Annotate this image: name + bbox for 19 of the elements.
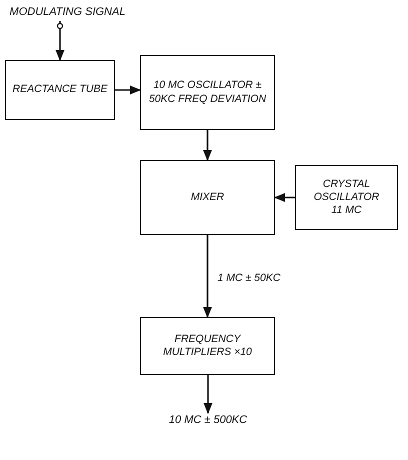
- arrow: [56, 21, 64, 62]
- block-box: [295, 165, 398, 230]
- arrow: [204, 375, 212, 414]
- block-label: CRYSTAL OSCILLATOR 11 MC: [312, 178, 380, 218]
- block-box: [140, 55, 275, 130]
- arrow: [203, 235, 212, 318]
- block-box: [140, 160, 275, 235]
- arrow: [274, 193, 295, 202]
- block-box: [140, 317, 275, 375]
- block-label: 10 MC OSCILLATOR ± 50KC FREQ DEVIATION: [148, 79, 268, 106]
- edge-label: 1 MC ± 50KC: [218, 272, 280, 284]
- block-box: [5, 60, 115, 120]
- arrow: [115, 86, 142, 94]
- block-label: MIXER: [190, 190, 224, 204]
- signal-label: 10 MC ± 500KC: [148, 413, 268, 429]
- arrow: [203, 130, 212, 162]
- block-label: FREQUENCY MULTIPLIERS ×10: [162, 332, 253, 360]
- signal-label: MODULATING SIGNAL: [5, 5, 130, 21]
- block-label: REACTANCE TUBE: [12, 83, 108, 97]
